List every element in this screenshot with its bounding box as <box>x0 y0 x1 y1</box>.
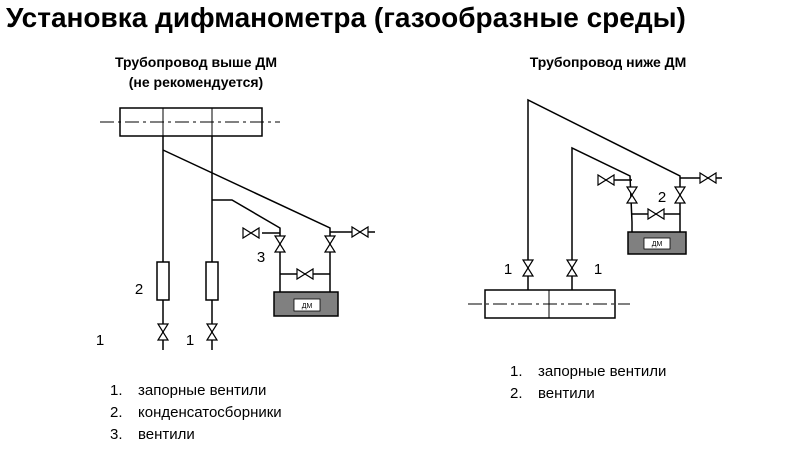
right-valve-equalizing <box>647 208 665 220</box>
left-heading-line1: Трубопровод выше ДМ <box>114 54 278 70</box>
left-diagram <box>100 107 375 350</box>
right-callout-1a: 1 <box>504 261 512 278</box>
legend-item: 2.конденсатосборники <box>110 404 282 421</box>
left-valve-equalizing <box>296 268 314 280</box>
left-valve-3a <box>274 235 286 253</box>
left-branch-line-a <box>212 199 281 280</box>
left-valve-horizontal-left <box>242 227 260 239</box>
right-callout-1b: 1 <box>594 261 602 278</box>
right-valve-horizontal-right <box>699 172 717 184</box>
right-device-label: ДМ <box>652 241 663 248</box>
left-legend: 1.запорные вентили 2.конденсатосборники … <box>110 380 282 446</box>
left-pipeline <box>119 107 263 137</box>
condensate-collector-b <box>205 261 219 301</box>
left-heading-line2: (не рекомендуется) <box>128 74 264 90</box>
left-heading: Трубопровод выше ДМ (не рекомендуется) <box>86 52 306 92</box>
right-shutoff-valve-a <box>522 259 534 277</box>
left-device-label: ДМ <box>302 303 313 310</box>
legend-item: 1.запорные вентили <box>510 363 667 380</box>
left-callout-1a: 1 <box>96 332 104 349</box>
legend-item: 1.запорные вентили <box>110 382 267 399</box>
right-valve-2b <box>674 186 686 204</box>
page-title: Установка дифманометра (газообразные сре… <box>6 2 686 33</box>
left-valve-3b <box>324 235 336 253</box>
left-valve-horizontal-purge <box>351 226 369 238</box>
right-legend: 1.запорные вентили 2.вентили <box>510 361 666 405</box>
left-shutoff-valve-b <box>206 323 218 341</box>
right-callout-2: 2 <box>658 189 666 206</box>
right-valve-2a <box>626 186 638 204</box>
legend-item: 3.вентили <box>110 426 195 443</box>
left-shutoff-valve-a <box>157 323 169 341</box>
left-callout-1b: 1 <box>186 332 194 349</box>
right-shutoff-valve-b <box>566 259 578 277</box>
legend-item: 2.вентили <box>510 385 595 402</box>
right-diagram <box>468 98 722 319</box>
left-callout-3: 3 <box>257 249 265 266</box>
left-branch-line-b <box>162 149 331 280</box>
right-valve-horizontal-left <box>597 174 615 186</box>
left-callout-2: 2 <box>135 281 143 298</box>
right-heading: Трубопровод ниже ДМ <box>529 54 687 70</box>
condensate-collector-a <box>156 261 170 301</box>
